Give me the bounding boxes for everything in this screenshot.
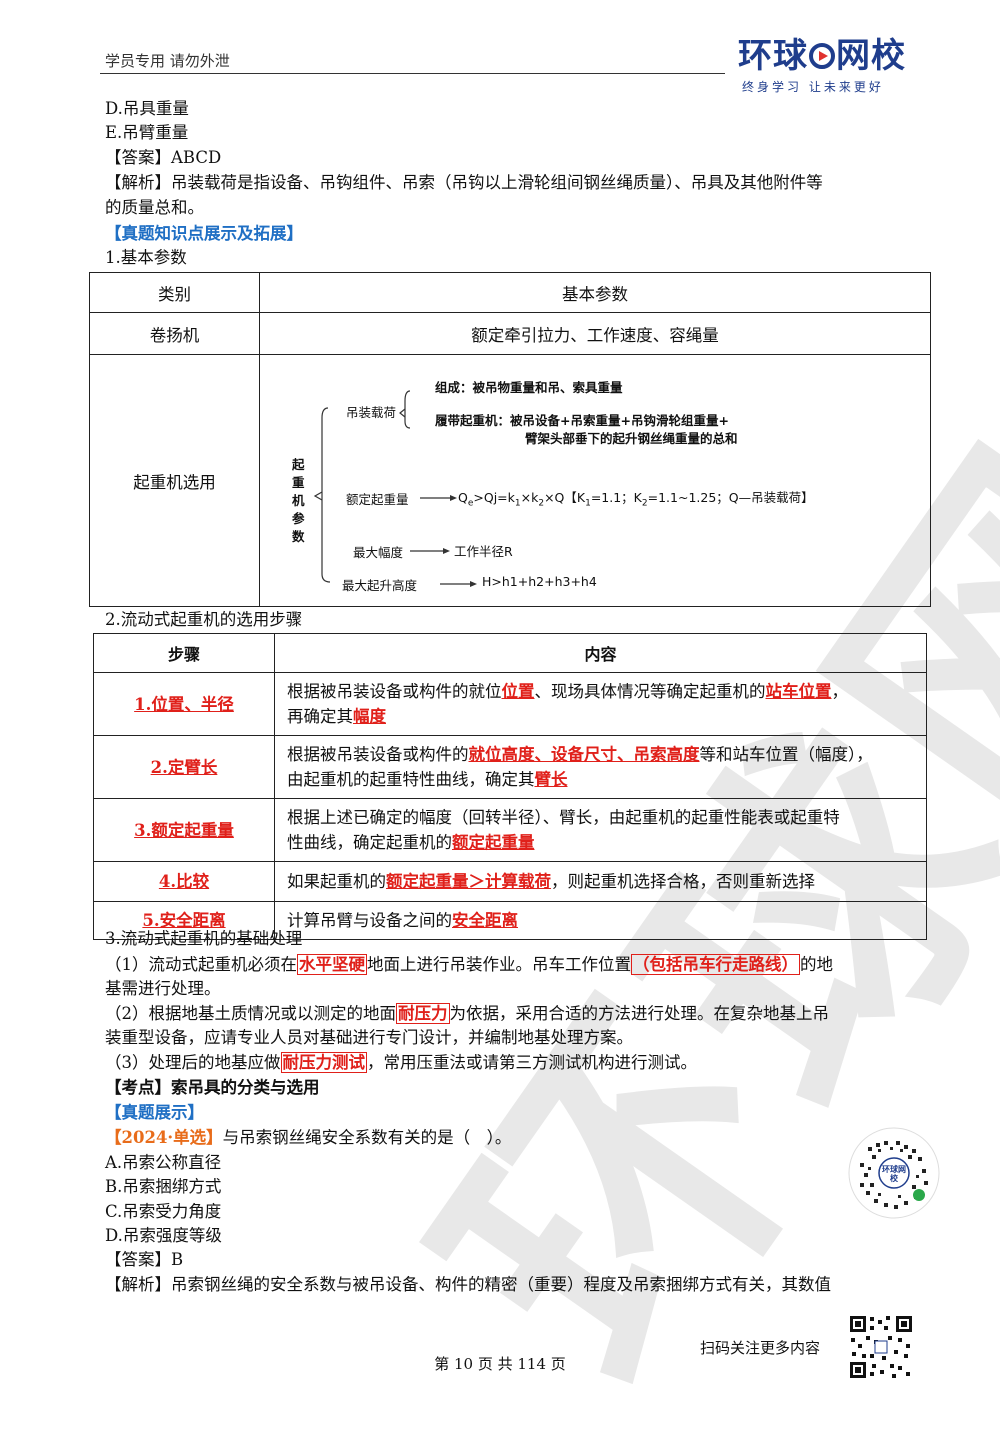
diagram-load-label: 吊装载荷 (346, 404, 397, 420)
qr-pattern (848, 1127, 940, 1219)
qr-pattern (848, 1314, 914, 1380)
table-cell: 卷扬机 (89, 312, 260, 355)
document-page: 学员专用 请勿外泄 环球网校 终身学习 让未来更好 D.吊具重量 E.吊臂重量 … (89, 36, 940, 1380)
page-number: 第 10 页 共 114 页 (434, 1355, 566, 1373)
qr-center-logo: 环球网校 (882, 1165, 906, 1183)
step-content: 根据被吊装设备或构件的就位高度、设备尺寸、吊索高度等和站车位置（幅度），由起重机… (274, 735, 927, 799)
paragraph-line: 基需进行处理。 (105, 979, 221, 998)
diagram-connectors (313, 389, 477, 587)
paragraph-line: （1）流动式起重机必须在水平坚硬地面上进行吊装作业。吊车工作位置（包括吊车行走路… (105, 954, 833, 975)
brand-logo: 环球网校 终身学习 让未来更好 (738, 36, 918, 96)
logo-slogan: 终身学习 让未来更好 (742, 80, 884, 94)
subsection-title: 3.流动式起重机的基础处理 (105, 929, 303, 948)
table-header: 内容 (274, 633, 927, 673)
question-tag: 【2024·单选】 (105, 1128, 223, 1147)
question: 【2024·单选】与吊索钢丝绳安全系数有关的是（ ）。 (105, 1128, 512, 1147)
subsection-title: 1.基本参数 (105, 248, 187, 267)
subsection-title: 2.流动式起重机的选用步骤 (105, 610, 303, 629)
analysis-line: 的质量总和。 (105, 198, 204, 217)
table-cell: 起重机选用 (89, 354, 260, 607)
table-cell: 额定牵引拉力、工作速度、容绳量 (259, 312, 931, 355)
header-rule (100, 73, 725, 74)
analysis-line: 【解析】吊装载荷是指设备、吊钩组件、吊索（吊钩以上滑轮组间钢丝绳质量）、吊具及其… (105, 173, 823, 192)
paragraph-line: （2）根据地基土质情况或以测定的地面耐压力为依据，采用合适的方法进行处理。在复杂… (105, 1003, 829, 1024)
step-label: 3.额定起重量 (134, 820, 234, 840)
scan-caption: 扫码关注更多内容 (700, 1339, 821, 1357)
arrowhead (443, 547, 450, 554)
section-heading: 【真题展示】 (105, 1103, 204, 1122)
play-circle-icon (809, 43, 835, 69)
main-brace (321, 406, 331, 583)
crane-params-diagram: 起重机参数 吊装载荷 组成：被吊物重量和吊、索具重量 履带起重机：被吊设备+吊索… (260, 356, 930, 606)
option-e: E.吊臂重量 (105, 123, 189, 142)
arrowhead (450, 494, 457, 501)
diagram-rated-label: 额定起重量 (346, 491, 409, 507)
answer: 【答案】B (105, 1250, 184, 1269)
basic-params-table: 类别 基本参数 卷扬机 额定牵引拉力、工作速度、容绳量 起重机选用 (89, 272, 931, 607)
footer-qr-code[interactable] (848, 1314, 914, 1380)
diagram-radius-value: 工作半径R (454, 543, 513, 559)
topic-label: 【考点】索吊具的分类与选用 (105, 1078, 320, 1097)
diagram-load-composition: 组成：被吊物重量和吊、索具重量 (435, 379, 623, 395)
mini-program-qr[interactable]: 环球网校 (848, 1127, 940, 1219)
table-header: 步骤 (93, 633, 275, 673)
diagram-height-value: H>h1+h2+h3+h4 (482, 573, 597, 589)
diagram-rated-formula: Qe>Qj=k1×k2×Q【K1=1.1；K2=1.1~1.25；Q—吊装载荷】 (458, 489, 814, 509)
option-c: C.吊索受力角度 (105, 1202, 222, 1221)
option-d: D.吊索强度等级 (105, 1226, 222, 1245)
diagram-root-label: 起重机参数 (292, 456, 305, 544)
analysis-line: 【解析】吊索钢丝绳的安全系数与被吊设备、构件的精密（重要）程度及吊索捆绑方式有关… (105, 1275, 831, 1294)
diagram-radius-label: 最大幅度 (353, 544, 404, 560)
load-brace (404, 389, 411, 429)
step-content: 根据上述已确定的幅度（回转半径）、臂长，由起重机的起重性能表或起重特性曲线，确定… (274, 798, 927, 862)
table-header: 基本参数 (259, 272, 931, 313)
selection-steps-table: 步骤 内容 1.位置、半径 根据被吊装设备或构件的就位位置、现场具体情况等确定起… (93, 633, 927, 940)
load-brace-tip (399, 408, 406, 417)
table-row: 4.比较 如果起重机的额定起重量＞计算载荷，则起重机选择合格，否则重新选择 (93, 861, 927, 902)
diagram-crawler-load: 履带起重机：被吊设备+吊索重量+吊钩滑轮组重量+ (435, 412, 729, 428)
step-label: 4.比较 (158, 872, 210, 891)
step-label: 1.位置、半径 (134, 694, 234, 714)
table-row: 3.额定起重量 根据上述已确定的幅度（回转半径）、臂长，由起重机的起重性能表或起… (93, 798, 927, 862)
option-a: A.吊索公称直径 (105, 1153, 222, 1172)
arrowhead (470, 580, 477, 587)
diagram-crawler-load-cont: 臂架头部垂下的起升钢丝绳重量的总和 (525, 430, 738, 446)
option-b: B.吊索捆绑方式 (105, 1177, 222, 1196)
answer: 【答案】ABCD (105, 148, 222, 167)
option-d: D.吊具重量 (105, 99, 189, 118)
main-brace-tip (313, 490, 323, 501)
section-heading: 【真题知识点展示及拓展】 (105, 224, 303, 243)
table-header: 类别 (89, 272, 260, 313)
step-label: 2.定臂长 (150, 757, 218, 777)
step-label: 5.安全距离 (142, 911, 226, 930)
header-notice: 学员专用 请勿外泄 (105, 52, 230, 70)
table-row: 2.定臂长 根据被吊装设备或构件的就位高度、设备尺寸、吊索高度等和站车位置（幅度… (93, 735, 927, 799)
step-content: 如果起重机的额定起重量＞计算载荷，则起重机选择合格，否则重新选择 (274, 861, 927, 902)
table-row: 1.位置、半径 根据被吊装设备或构件的就位位置、现场具体情况等确定起重机的站车位… (93, 672, 927, 736)
table-row: 5.安全距离 计算吊臂与设备之间的安全距离 (93, 901, 927, 940)
paragraph-line: （3）处理后的地基应做耐压力测试，常用压重法或请第三方测试机构进行测试。 (105, 1052, 697, 1073)
crane-params-diagram-cell: 起重机参数 吊装载荷 组成：被吊物重量和吊、索具重量 履带起重机：被吊设备+吊索… (259, 354, 931, 607)
step-content: 计算吊臂与设备之间的安全距离 (274, 901, 927, 940)
paragraph-line: 装重型设备，应请专业人员对基础进行专门设计，并编制地基处理方案。 (105, 1028, 633, 1047)
diagram-height-label: 最大起升高度 (342, 577, 418, 593)
step-content: 根据被吊装设备或构件的就位位置、现场具体情况等确定起重机的站车位置，再确定其幅度 (274, 672, 927, 736)
